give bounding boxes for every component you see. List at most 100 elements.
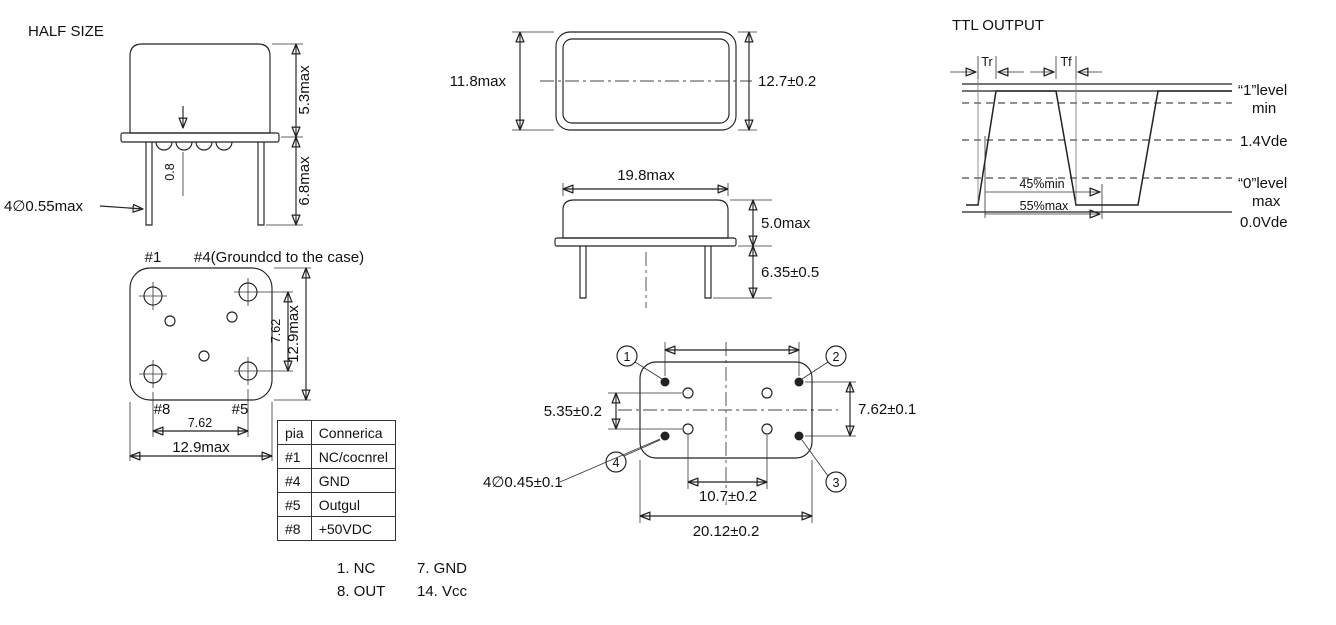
dim-body-v: 12.9max	[285, 305, 302, 363]
pin-4-mark	[234, 278, 262, 306]
pin-column-header: pia	[277, 420, 312, 445]
case-flange	[554, 237, 737, 247]
pin-connection-table: pia Connerica #1 NC/cocnrel #4 GND #5 Ou…	[277, 420, 396, 541]
bottom-view-right: 1 2 3 4 5.35±0.2 7.62±0.1 10.7±0.2	[483, 342, 916, 542]
side-view: 19.8max 5.0max 6.35±0.5	[554, 167, 819, 308]
pin-cell: #1	[277, 444, 312, 469]
pin-number-3: 3	[833, 476, 840, 490]
connection-cell: +50VDC	[310, 516, 396, 541]
pin-8-mark	[139, 360, 167, 388]
pin-number-3-circle	[825, 471, 847, 493]
duty-min-label: 45%min	[1019, 177, 1064, 191]
case-flange	[120, 132, 280, 143]
duty-max-label: 55%max	[1020, 199, 1069, 213]
front-view: HALF SIZE 0.8 5.3max 6.8max 4∅0.55max	[4, 23, 313, 226]
pin-dia-leader	[559, 438, 661, 483]
pin-number-2: 2	[833, 350, 840, 364]
pin-notes-line-2: 8. OUT 14. Vcc	[337, 580, 497, 603]
half-size-label: HALF SIZE	[28, 23, 104, 40]
ttl-output-diagram: TTL OUTPUT Tr Tf 45%min 55%max “1”level …	[950, 17, 1288, 231]
dim-body-h: 12.9max	[172, 439, 230, 456]
pin1-label: #1	[145, 249, 162, 266]
pin-right	[257, 142, 265, 226]
dim-pitch-h: 7.62	[188, 416, 212, 430]
dim-body-h: 20.12±0.2	[693, 523, 760, 540]
note-out: 8. OUT	[337, 583, 386, 600]
pin5-label: #5	[232, 401, 249, 418]
level-0-label: “0”level	[1238, 175, 1287, 192]
pin-1-mark	[139, 282, 167, 310]
ttl-output-label: TTL OUTPUT	[952, 17, 1044, 34]
pin-notes: 1. NC 7. GND 8. OUT 14. Vcc	[337, 557, 497, 603]
pin-3-dot	[794, 431, 804, 441]
standoff-hole	[682, 387, 694, 399]
pin-notes-line-1: 1. NC 7. GND	[337, 557, 497, 580]
standoff-hole	[761, 423, 773, 435]
pin-number-1: 1	[624, 350, 631, 364]
table-row: #8 +50VDC	[277, 516, 396, 541]
pin-left	[145, 142, 153, 226]
dim-pin-dia: 4∅0.55max	[4, 198, 83, 215]
dim-height: 5.0max	[761, 215, 811, 232]
table-row: #5 Outgul	[277, 492, 396, 517]
dim-pin-length: 6.8max	[296, 156, 313, 206]
pin-5-mark	[234, 357, 262, 385]
standoff-bump	[164, 315, 176, 327]
dim-pin-dia: 4∅0.45±0.1	[483, 474, 563, 491]
pin-number-1-circle	[616, 345, 638, 367]
note-nc: 1. NC	[337, 560, 376, 577]
pin-left	[579, 246, 587, 299]
pin-cell: #8	[277, 516, 312, 541]
table-row: #1 NC/cocnrel	[277, 444, 396, 469]
connection-cell: Outgul	[310, 492, 396, 517]
seal-bumps	[155, 141, 233, 151]
dim-standoff: 0.8	[163, 163, 177, 180]
level-1-min-label: min	[1252, 100, 1276, 117]
rise-time-label: Tr	[981, 55, 992, 69]
dim-inner-h: 10.7±0.2	[699, 488, 757, 505]
connection-cell: NC/cocnrel	[310, 444, 396, 469]
pin-1-dot	[660, 377, 670, 387]
dim-height: 12.7±0.2	[758, 73, 816, 90]
pin4-ground-note: #4(Groundcd to the case)	[194, 249, 364, 266]
bottom-view-left: #1 #4(Groundcd to the case) #8 #5 7.62 1…	[129, 249, 364, 461]
pin-4-dot	[660, 431, 670, 441]
standoff-hole	[682, 423, 694, 435]
dim-pin-length: 6.35±0.5	[761, 264, 819, 281]
connection-cell: GND	[310, 468, 396, 493]
standoff-bump	[198, 350, 210, 362]
standoff-hole	[761, 387, 773, 399]
table-row: #4 GND	[277, 468, 396, 493]
threshold-voltage-label: 1.4Vde	[1240, 133, 1288, 150]
pin-right	[704, 246, 712, 299]
case-outline	[562, 199, 729, 239]
table-header-row: pia Connerica	[277, 420, 396, 445]
low-voltage-label: 0.0Vde	[1240, 214, 1288, 231]
pin-number-2-circle	[825, 345, 847, 367]
package-outline	[129, 267, 273, 401]
pin-number-4: 4	[613, 456, 620, 470]
waveform	[966, 90, 1232, 206]
connection-column-header: Connerica	[310, 420, 396, 445]
dim-inner-v: 5.35±0.2	[544, 403, 602, 420]
pin-dia-leader	[99, 206, 143, 209]
case-outline	[129, 43, 271, 134]
pin-cell: #5	[277, 492, 312, 517]
note-vcc: 14. Vcc	[417, 583, 468, 600]
level-1-label: “1”level	[1238, 82, 1287, 99]
package-outline	[639, 361, 813, 459]
dim-pitch-v: 7.62±0.1	[858, 401, 916, 418]
dim-case-height: 5.3max	[296, 65, 313, 115]
note-gnd: 7. GND	[417, 560, 468, 577]
fall-time-label: Tf	[1060, 55, 1072, 69]
dim-length: 19.8max	[617, 167, 675, 184]
level-0-max-label: max	[1252, 193, 1281, 210]
standoff-bump	[226, 311, 238, 323]
pin8-label: #8	[154, 401, 171, 418]
top-view: 11.8max 12.7±0.2	[450, 31, 816, 131]
dim-width: 11.8max	[450, 73, 507, 90]
pin-2-dot	[794, 377, 804, 387]
dim-pitch-v: 7.62	[269, 319, 283, 343]
